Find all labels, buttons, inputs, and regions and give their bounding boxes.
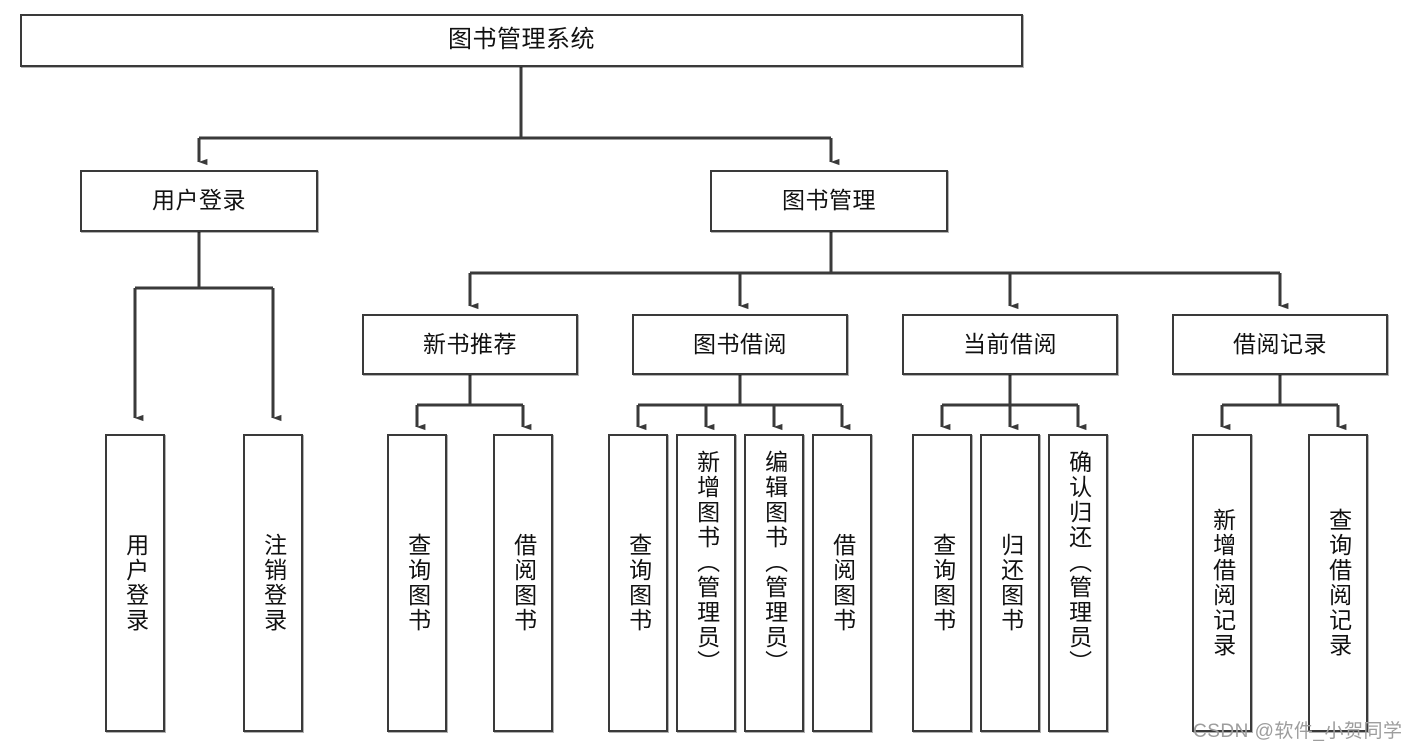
node-label: 图书管理系统 (448, 26, 595, 54)
node-label: 新书推荐 (423, 330, 517, 357)
node-label: 查询借阅记录 (1325, 508, 1352, 658)
node-current-borrow[interactable]: 当前借阅 (902, 314, 1118, 375)
node-label: 借阅图书 (510, 533, 537, 633)
node-label: 用户登录 (122, 533, 149, 633)
leaf-logout[interactable]: 注销登录 (243, 434, 303, 732)
node-label: 图书借阅 (693, 330, 787, 357)
csdn-watermark: CSDN @软件_小贺同学 (1193, 721, 1403, 742)
node-book-borrow[interactable]: 图书借阅 (632, 314, 848, 375)
node-label: 用户登录 (152, 187, 246, 214)
node-label: 编辑图书（管理员） (761, 450, 788, 675)
node-label: 新增借阅记录 (1209, 508, 1236, 658)
leaf-add-book-admin[interactable]: 新增图书（管理员） (676, 434, 736, 732)
node-label: 归还图书 (997, 533, 1024, 633)
node-label: 借阅记录 (1233, 330, 1327, 357)
leaf-query-book-recommend[interactable]: 查询图书 (387, 434, 447, 732)
leaf-borrow-book-recommend[interactable]: 借阅图书 (493, 434, 553, 732)
leaf-query-book-borrow[interactable]: 查询图书 (608, 434, 668, 732)
node-label: 查询图书 (625, 533, 652, 633)
node-label: 新增图书（管理员） (693, 450, 720, 675)
node-book-management[interactable]: 图书管理 (710, 170, 948, 232)
leaf-edit-book-admin[interactable]: 编辑图书（管理员） (744, 434, 804, 732)
node-label: 图书管理 (782, 187, 876, 214)
node-label: 查询图书 (929, 533, 956, 633)
node-new-book-recommendation[interactable]: 新书推荐 (362, 314, 578, 375)
node-borrow-record[interactable]: 借阅记录 (1172, 314, 1388, 375)
node-label: 借阅图书 (829, 533, 856, 633)
leaf-borrow-book[interactable]: 借阅图书 (812, 434, 872, 732)
leaf-user-login[interactable]: 用户登录 (105, 434, 165, 732)
leaf-query-borrow-record[interactable]: 查询借阅记录 (1308, 434, 1368, 732)
node-label: 确认归还（管理员） (1065, 450, 1092, 675)
leaf-query-book-current[interactable]: 查询图书 (912, 434, 972, 732)
node-root-book-management-system[interactable]: 图书管理系统 (20, 14, 1023, 67)
node-label: 当前借阅 (963, 330, 1057, 357)
leaf-confirm-return-admin[interactable]: 确认归还（管理员） (1048, 434, 1108, 732)
node-user-login[interactable]: 用户登录 (80, 170, 318, 232)
node-label: 注销登录 (260, 533, 287, 633)
leaf-return-book[interactable]: 归还图书 (980, 434, 1040, 732)
leaf-add-borrow-record[interactable]: 新增借阅记录 (1192, 434, 1252, 732)
node-label: 查询图书 (404, 533, 431, 633)
